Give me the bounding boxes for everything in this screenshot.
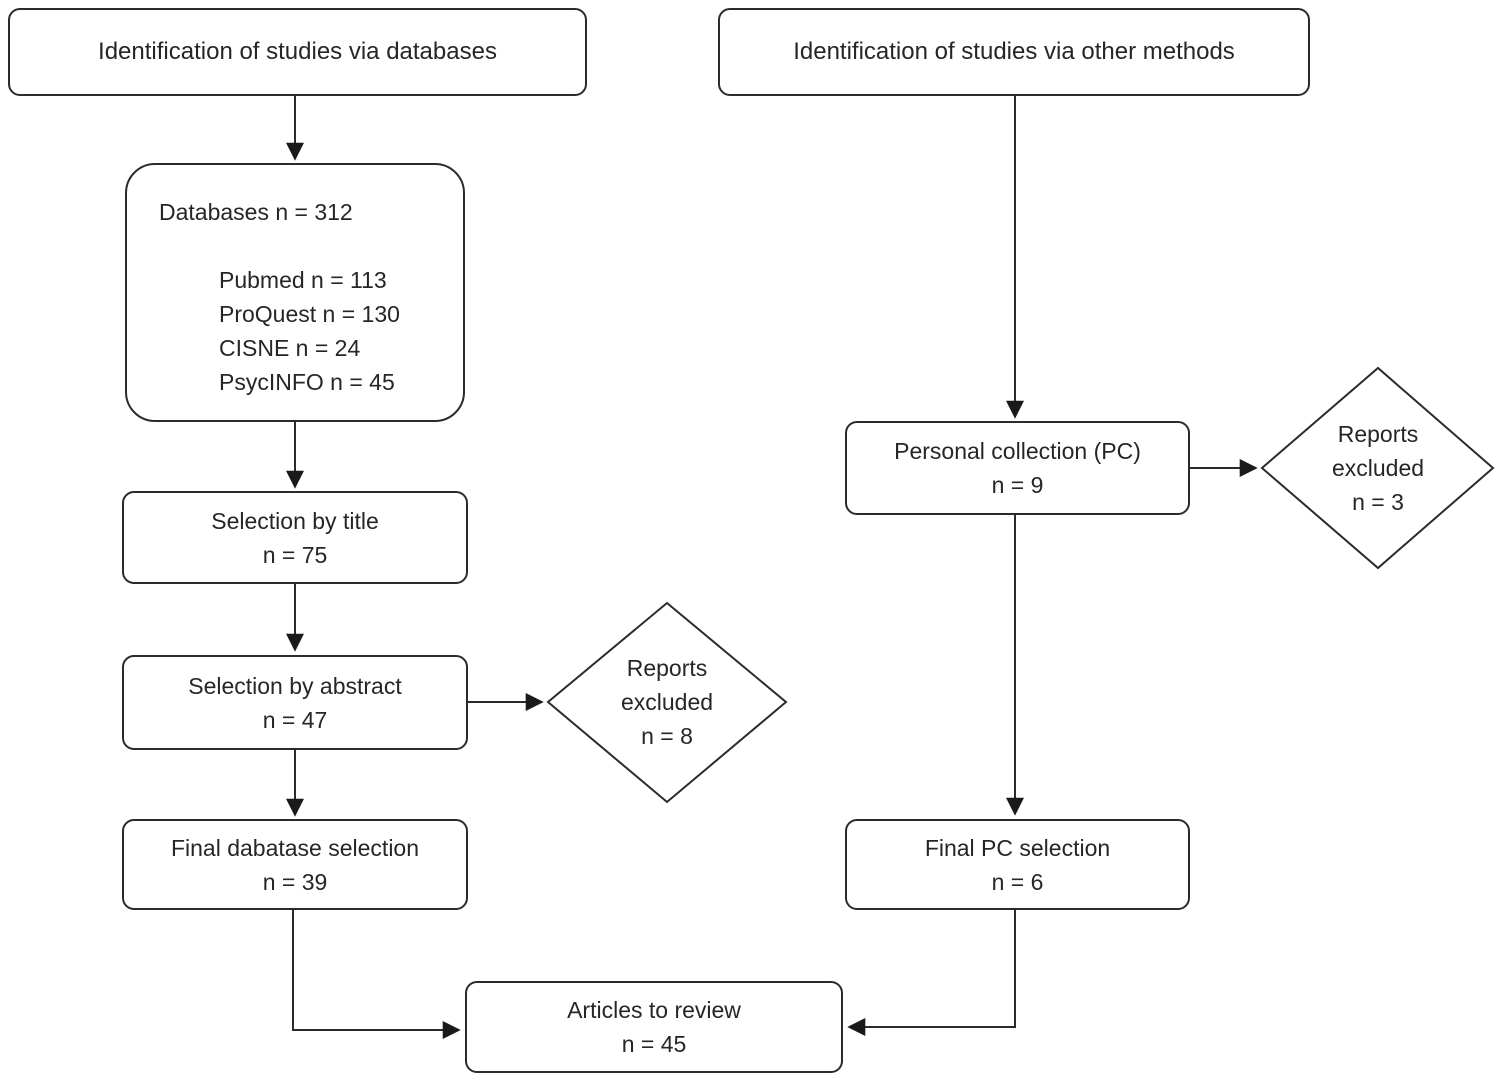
databases-item-cisne: CISNE n = 24 — [219, 335, 361, 361]
arrow-final-pc-to-articles — [847, 910, 1016, 1036]
databases-item-list: Pubmed n = 113 ProQuest n = 130 CISNE n … — [219, 263, 400, 399]
final-database-selection-box: Final dabatase selection n = 39 — [122, 819, 468, 910]
excluded-pc-count: n = 3 — [1352, 489, 1404, 515]
databases-item-proquest: ProQuest n = 130 — [219, 301, 400, 327]
articles-to-review-box: Articles to review n = 45 — [465, 981, 843, 1073]
selection-by-abstract-count: n = 47 — [262, 706, 328, 733]
arrow-final-database-to-articles — [292, 910, 461, 1039]
excluded-abstract-diamond — [546, 601, 788, 804]
header-databases-label: Identification of studies via databases — [98, 38, 497, 65]
selection-by-title-box: Selection by title n = 75 — [122, 491, 468, 584]
final-pc-selection-count: n = 6 — [991, 868, 1044, 895]
excluded-abstract-line1: Reports — [626, 655, 708, 681]
final-database-selection-label: Final dabatase selection — [170, 834, 420, 861]
selection-by-abstract-box: Selection by abstract n = 47 — [122, 655, 468, 750]
excluded-pc-diamond — [1260, 366, 1495, 570]
databases-box: Databases n = 312 Pubmed n = 113 ProQues… — [125, 163, 465, 422]
databases-title: Databases n = 312 — [159, 199, 353, 225]
excluded-pc-line2: excluded — [1331, 455, 1425, 481]
excluded-abstract-line2: excluded — [620, 689, 714, 715]
excluded-pc-line1: Reports — [1337, 421, 1419, 447]
articles-to-review-count: n = 45 — [621, 1031, 687, 1057]
personal-collection-label: Personal collection (PC) — [894, 438, 1141, 464]
selection-by-title-count: n = 75 — [262, 541, 328, 568]
excluded-pc-label: Reports excluded n = 3 — [1268, 417, 1488, 519]
excluded-abstract-label: Reports excluded n = 8 — [557, 651, 777, 753]
articles-to-review-label: Articles to review — [567, 997, 741, 1023]
selection-by-title-label: Selection by title — [211, 507, 379, 534]
personal-collection-count: n = 9 — [991, 472, 1044, 498]
final-pc-selection-box: Final PC selection n = 6 — [845, 819, 1190, 910]
selection-by-abstract-label: Selection by abstract — [188, 672, 402, 699]
header-databases-box: Identification of studies via databases — [8, 8, 587, 96]
excluded-abstract-count: n = 8 — [641, 723, 693, 749]
personal-collection-box: Personal collection (PC) n = 9 — [845, 421, 1190, 515]
header-other-methods-box: Identification of studies via other meth… — [718, 8, 1310, 96]
header-other-methods-label: Identification of studies via other meth… — [793, 38, 1235, 65]
final-pc-selection-label: Final PC selection — [924, 834, 1111, 861]
databases-item-psycinfo: PsycINFO n = 45 — [219, 369, 395, 395]
final-database-selection-count: n = 39 — [262, 868, 328, 895]
databases-item-pubmed: Pubmed n = 113 — [219, 267, 387, 293]
